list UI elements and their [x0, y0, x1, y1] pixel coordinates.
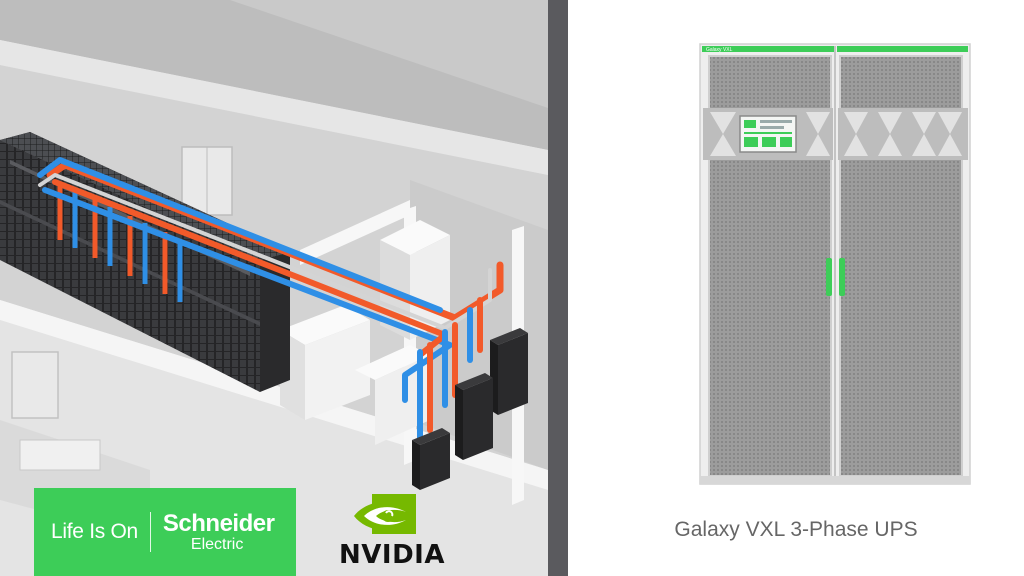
ups-product-panel: Galaxy VXL: [568, 0, 1024, 576]
cooling-pipes: [37, 157, 504, 443]
ups-caption: Galaxy VXL 3-Phase UPS: [674, 518, 918, 541]
datacenter-scene: Life Is On Schneider Electric NVIDIA: [0, 0, 548, 576]
schneider-electric-logo: Life Is On Schneider Electric: [34, 488, 296, 576]
datacenter-illustration: [0, 0, 548, 540]
schneider-brand-sub: Electric: [190, 535, 244, 553]
nvidia-logo: NVIDIA: [336, 488, 448, 576]
ups-panel-label: Galaxy VXL: [706, 47, 733, 53]
nvidia-wordmark: NVIDIA: [339, 540, 445, 570]
panel-divider: [548, 0, 568, 576]
ups-right-door-handle[interactable]: [839, 258, 845, 296]
nvidia-eye-icon: [354, 494, 416, 534]
schneider-brand-name: Schneider: [162, 509, 275, 537]
ups-left-door-handle[interactable]: [826, 258, 832, 296]
schneider-brand: Schneider Electric: [162, 509, 275, 553]
cooling-units: [412, 328, 528, 490]
ups-cabinet-illustration: Galaxy VXL: [699, 43, 971, 485]
schneider-separator: [149, 512, 151, 552]
schneider-tagline: Life Is On: [51, 520, 138, 543]
